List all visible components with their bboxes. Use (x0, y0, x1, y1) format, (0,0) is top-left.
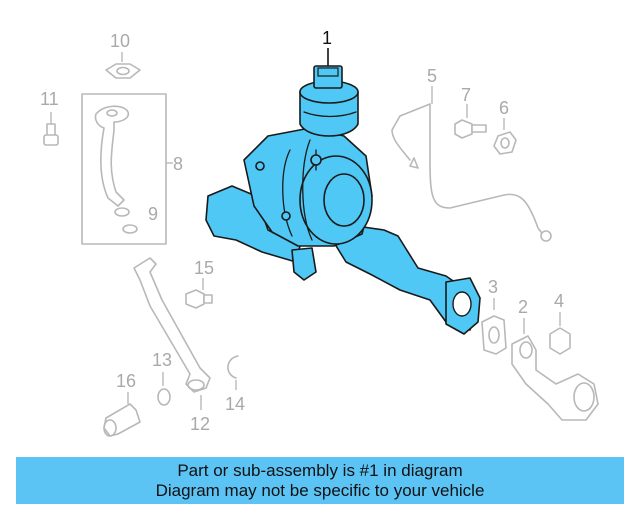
part-7-bolt (454, 104, 487, 139)
parts-diagram: 10 11 8 9 5 7 6 (40, 28, 599, 437)
callout-1[interactable]: 1 (322, 28, 332, 48)
callout-4[interactable]: 4 (554, 291, 564, 311)
part-8-oil-pipe-kit (81, 93, 173, 245)
part-10-gasket (105, 52, 141, 79)
part-5-pipe (391, 86, 552, 242)
part-15-bolt (185, 278, 213, 309)
callout-8[interactable]: 8 (173, 154, 183, 174)
part-12-oil-return-pipe (133, 257, 211, 410)
callout-5[interactable]: 5 (427, 66, 437, 86)
callout-9[interactable]: 9 (148, 204, 158, 224)
part-2-outlet-elbow (511, 318, 599, 421)
banner-line-1: Part or sub-assembly is #1 in diagram (177, 460, 463, 480)
callout-11[interactable]: 11 (40, 89, 59, 109)
banner-line-2: Diagram may not be specific to your vehi… (155, 480, 485, 500)
callout-14[interactable]: 14 (225, 394, 245, 414)
part-1-turbocharger[interactable] (205, 48, 481, 335)
callout-12[interactable]: 12 (190, 414, 210, 434)
part-6-nut (493, 118, 517, 155)
callout-7[interactable]: 7 (461, 85, 471, 105)
callout-6[interactable]: 6 (499, 98, 509, 118)
part-3-gasket (481, 298, 507, 355)
callout-13[interactable]: 13 (152, 350, 172, 370)
part-11-bolt (43, 112, 59, 146)
callout-2[interactable]: 2 (518, 297, 528, 317)
callout-16[interactable]: 16 (116, 371, 136, 391)
callout-3[interactable]: 3 (488, 277, 498, 297)
callout-10[interactable]: 10 (110, 31, 130, 51)
part-13-seal (157, 372, 171, 406)
part-16-fitting (103, 392, 141, 437)
info-banner: Part or sub-assembly is #1 in diagram Di… (16, 457, 624, 504)
callout-15[interactable]: 15 (194, 258, 214, 278)
part-14-clip (227, 355, 239, 390)
part-4-nut (549, 312, 571, 355)
